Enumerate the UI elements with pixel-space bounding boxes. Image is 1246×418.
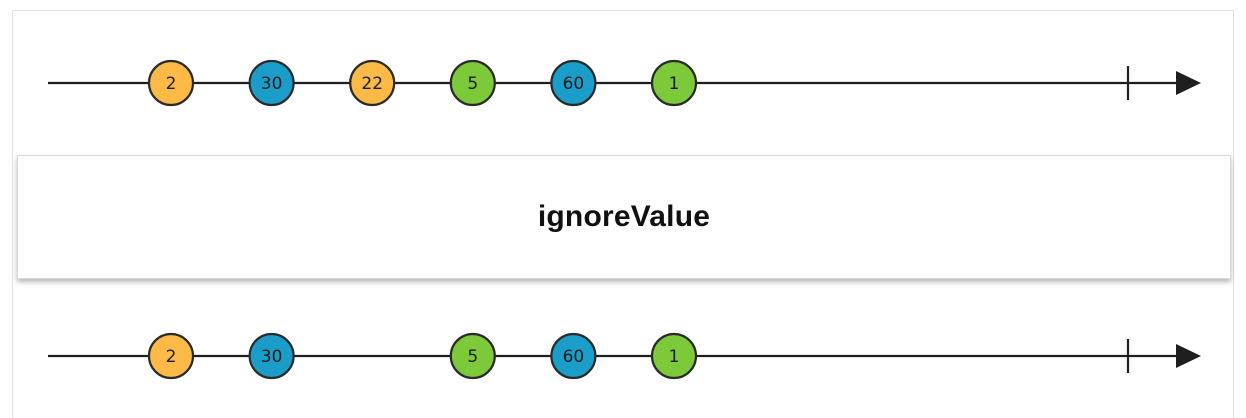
input-marble-label: 5	[467, 74, 478, 94]
output-timeline: 2 30 5 60 1	[48, 332, 1201, 380]
input-marble-label: 1	[669, 74, 680, 94]
input-marble: 5	[449, 59, 496, 107]
output-marble: 5	[449, 332, 496, 380]
input-marble-label: 60	[563, 74, 585, 94]
output-marble-label: 2	[166, 347, 177, 367]
operator-label: ignoreValue	[537, 200, 711, 233]
output-marble: 30	[248, 332, 295, 380]
input-marble-label: 30	[261, 74, 283, 94]
output-marble: 2	[147, 332, 195, 380]
output-marble-label: 30	[261, 347, 283, 367]
input-marble-circle	[550, 59, 597, 107]
input-marble: 22	[349, 59, 396, 107]
output-marble-label: 5	[467, 347, 478, 367]
input-marble-circle	[650, 59, 698, 107]
input-marble: 2	[147, 59, 195, 107]
output-marble-circle	[650, 332, 698, 380]
output-marble-label: 1	[669, 347, 680, 367]
output-marble-circle	[550, 332, 597, 380]
input-arrow-head	[1176, 71, 1201, 95]
output-marble: 1	[650, 332, 698, 380]
input-marble-label: 2	[166, 74, 177, 94]
input-marble-circle	[248, 59, 295, 107]
output-marble: 60	[550, 332, 597, 380]
input-marble-circle	[349, 59, 396, 107]
input-marble: 1	[650, 59, 698, 107]
output-marble-circle	[248, 332, 295, 380]
input-marble-label: 22	[361, 74, 383, 94]
output-marble-circle	[449, 332, 496, 380]
input-marble: 30	[248, 59, 295, 107]
output-marble-label: 60	[563, 347, 585, 367]
input-marble-circle	[147, 59, 195, 107]
output-marble-circle	[147, 332, 195, 380]
input-marble: 60	[550, 59, 597, 107]
input-marble-circle	[449, 59, 496, 107]
output-arrow-head	[1176, 344, 1201, 368]
operator-box: ignoreValue	[17, 155, 1231, 279]
input-timeline: 2 30 22 5 60 1	[48, 59, 1201, 107]
